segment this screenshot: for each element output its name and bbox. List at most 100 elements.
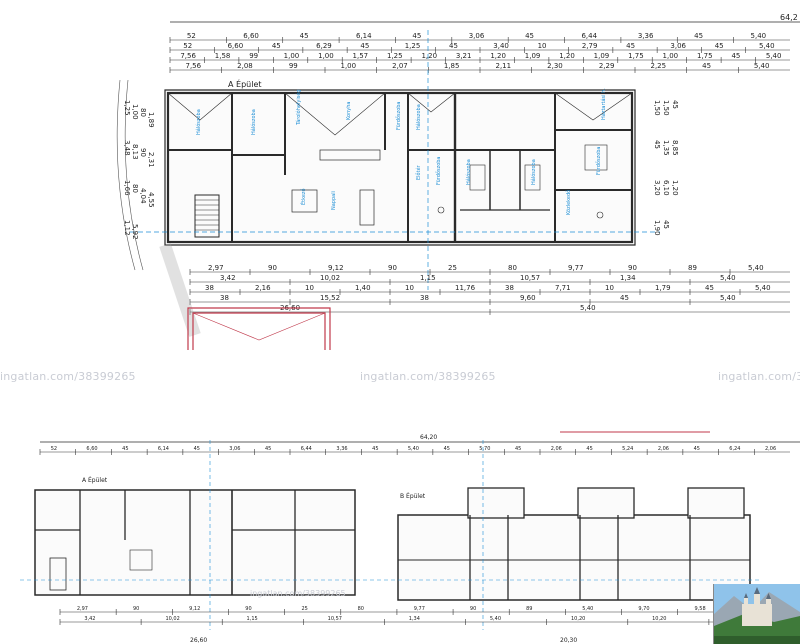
dimension-label: 52 (183, 42, 192, 50)
dimension-label: 2,30 (547, 62, 563, 70)
dimension-label: 9,70 (638, 606, 649, 612)
dimension-label: 3,06 (469, 32, 485, 40)
dimension-label: 89 (688, 264, 697, 272)
dimension-label: 9,12 (328, 264, 344, 272)
dimension-label: 90 (133, 606, 139, 612)
dimension-label: 7,56 (180, 52, 196, 60)
bottom-watermark: ingatlan.com/38399265 (250, 589, 346, 598)
dimension-label: 1,00 (341, 62, 357, 70)
dimension-label: 10,20 (652, 616, 666, 622)
dimension-label: 6,14 (158, 446, 169, 452)
castle-photo-thumbnail (713, 584, 800, 644)
gap-area: ingatlan.com/38399265 ingatlan.com/38399… (0, 350, 800, 420)
dimension-label: 10 (538, 42, 547, 50)
dimension-label: 2,16 (255, 284, 271, 292)
dimension-label: 6,44 (301, 446, 312, 452)
left-dimension-label: 4,55 (147, 192, 155, 208)
dimension-label: 3,40 (493, 42, 509, 50)
dimension-label: 45 (705, 284, 714, 292)
sub-total-left: 26,60 (190, 637, 207, 644)
dimension-label: 2,08 (237, 62, 253, 70)
dimension-label: 5,40 (759, 42, 775, 50)
dimension-label: 10 (405, 284, 414, 292)
dimension-label: 45 (444, 446, 450, 452)
dimension-label: 2,11 (496, 62, 512, 70)
right-dimension-label: 1,20 (671, 180, 679, 196)
dimension-label: 1,75 (697, 52, 713, 60)
dimension-label: 1,09 (594, 52, 610, 60)
left-dimension-label: 1,66 (123, 180, 131, 196)
dimension-label: 10 (305, 284, 314, 292)
dimension-label: 1,09 (525, 52, 541, 60)
left-dimension-label: 1,00 (131, 104, 139, 120)
dimension-label: 5,40 (408, 446, 419, 452)
dimension-label: 38 (205, 284, 214, 292)
dimension-label: 7,71 (555, 284, 571, 292)
dimension-label: 1,20 (490, 52, 506, 60)
dimension-label: 45 (515, 446, 521, 452)
bottom-building-a-label: A Épület (82, 476, 108, 484)
dimension-label: 6,60 (243, 32, 259, 40)
building-b-small (397, 487, 751, 601)
dimension-label: 5,40 (490, 616, 501, 622)
dimension-label: 2,97 (77, 606, 88, 612)
dimension-label: 2,97 (208, 264, 224, 272)
dimension-label: 1,85 (444, 62, 460, 70)
right-dimension-label: 6,10 (662, 180, 670, 196)
room-label: Hálószoba (465, 159, 472, 185)
dimension-label: 1,25 (387, 52, 403, 60)
dimension-label: 2,06 (658, 446, 669, 452)
dimension-label: 10,57 (328, 616, 342, 622)
dimension-label: 1,25 (405, 42, 421, 50)
bottom-panel-lower-dimensions: 2,97909,129025809,7790895,409,709,587,79… (59, 606, 790, 625)
dimension-label: 3,42 (220, 274, 236, 282)
left-dimension-label: 80 (131, 184, 139, 193)
dimension-label: 45 (372, 446, 378, 452)
dimension-label: 2,29 (599, 62, 615, 70)
dimension-label: 89 (526, 606, 532, 612)
building-a-plan (130, 30, 660, 290)
dimension-label: 11,76 (455, 284, 476, 292)
building-a-label: A Épület (228, 78, 262, 89)
dimension-label: 9,58 (695, 606, 706, 612)
dimension-label: 7,56 (186, 62, 202, 70)
dimension-label: 25 (301, 606, 307, 612)
dimension-label: 45 (360, 42, 369, 50)
dimension-label: 90 (628, 264, 637, 272)
dimension-label: 10,57 (520, 274, 540, 282)
room-label: Előtér (415, 164, 422, 180)
dimension-label: 38 (420, 294, 429, 302)
dimension-label: 1,79 (655, 284, 671, 292)
dimension-label: 1,20 (559, 52, 575, 60)
site-sketch-left (116, 79, 201, 337)
garden-outline (187, 307, 331, 350)
dimension-label: 99 (289, 62, 298, 70)
right-dimension-label: 1,35 (662, 140, 670, 156)
dimension-label: 9,60 (520, 294, 536, 302)
dimension-label: 6,60 (86, 446, 97, 452)
dimension-label: 2,79 (582, 42, 598, 50)
dimension-label: 5,40 (766, 52, 782, 60)
right-dimension-label: 1,50 (662, 100, 670, 116)
dimension-label: 3,36 (336, 446, 347, 452)
room-label: Hálószoba (415, 104, 422, 130)
dimension-label: 5,40 (580, 304, 596, 312)
dimension-label: 52 (187, 32, 196, 40)
right-dimension-label: 45 (671, 100, 679, 109)
dimension-label: 1,00 (284, 52, 300, 60)
dimension-label: 3,42 (84, 616, 95, 622)
right-dimension-label: 8,85 (671, 140, 679, 156)
room-label: Fürdőszoba (436, 157, 442, 186)
dimension-label: 6,24 (729, 446, 740, 452)
left-dimension-label: 1,12 (123, 220, 131, 236)
dimension-label: 1,34 (409, 616, 420, 622)
dimension-label: 15,52 (320, 294, 340, 302)
